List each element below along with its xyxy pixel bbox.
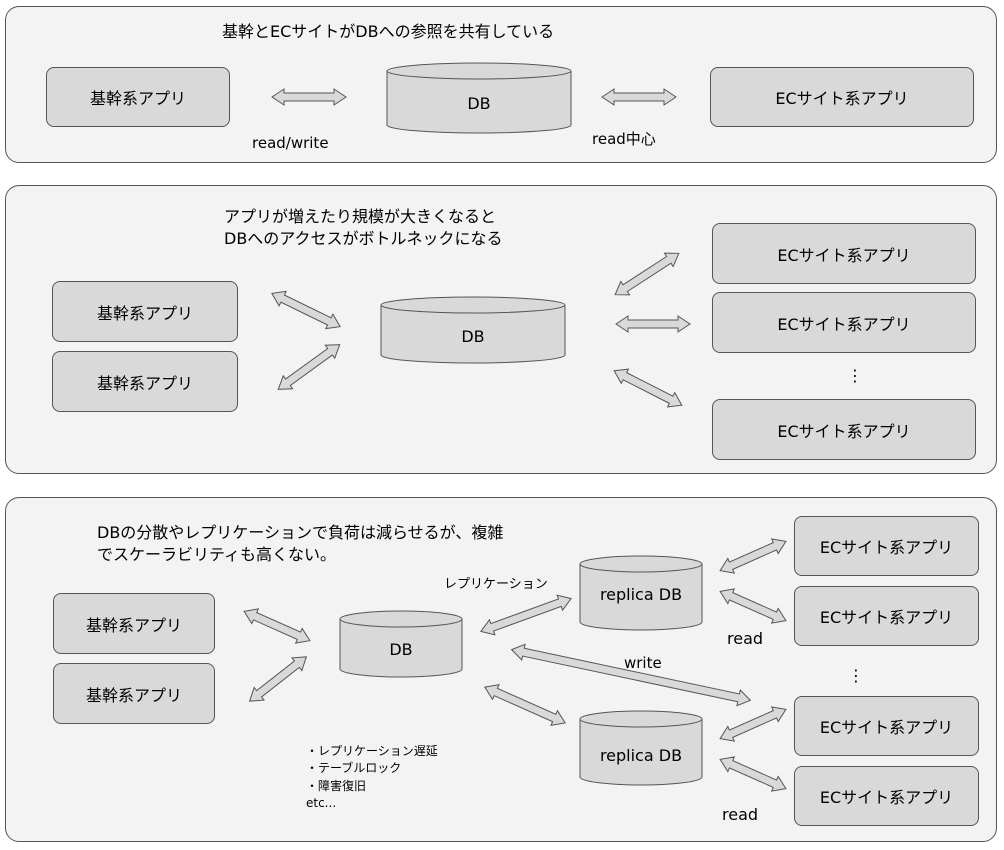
read-label: read	[727, 629, 764, 648]
core-app-box: 基幹系アプリ	[46, 67, 230, 127]
bidirectional-arrow	[243, 608, 311, 644]
panel3-title-line2: でスケーラビリティも高くない。	[97, 545, 337, 564]
ec-app-box: ECサイト系アプリ	[794, 696, 979, 756]
db-label: DB	[389, 640, 413, 659]
replica-db-label: replica DB	[599, 746, 683, 765]
panel2-title-line2: DBへのアクセスがボトルネックになる	[224, 229, 503, 248]
write-label: write	[624, 654, 662, 672]
replica-db-label: replica DB	[599, 585, 683, 604]
db-cylinder: DB	[339, 610, 463, 678]
panel-shared-db: 基幹とECサイトがDBへの参照を共有している 基幹系アプリ DB ECサイト系ア…	[5, 6, 997, 163]
core-app-box: 基幹系アプリ	[52, 281, 238, 342]
bidirectional-arrow	[601, 88, 677, 106]
panel3-title-line1: DBの分散やレプリケーションで負荷は減らせるが、複雑	[97, 523, 504, 542]
db-cylinder: DB	[380, 296, 566, 364]
bidirectional-arrow	[615, 315, 691, 333]
replication-label: レプリケーション	[444, 577, 548, 592]
db-cylinder: DB	[386, 62, 572, 134]
issue-list: ・レプリケーション遅延 ・テーブルロック ・障害復旧 etc...	[306, 743, 438, 813]
ec-app-box: ECサイト系アプリ	[794, 766, 979, 826]
write-arrow	[510, 643, 752, 707]
ec-app-box: ECサイト系アプリ	[794, 586, 979, 646]
replica-db-cylinder: replica DB	[579, 555, 703, 631]
read-write-label: read/write	[252, 134, 329, 152]
panel-bottleneck: アプリが増えたり規模が大きくなると DBへのアクセスがボトルネックになる 基幹系…	[5, 185, 997, 474]
issue-item: etc...	[306, 796, 337, 811]
bidirectional-arrow	[271, 88, 347, 106]
panel2-title-line1: アプリが増えたり規模が大きくなると	[224, 207, 497, 226]
bidirectional-arrow	[248, 656, 308, 702]
bidirectional-arrow	[483, 684, 567, 726]
db-label: DB	[467, 94, 491, 113]
read-label: read	[722, 805, 759, 824]
panel-replication: DBの分散やレプリケーションで負荷は減らせるが、複雑 でスケーラビリティも高くな…	[5, 497, 997, 842]
bidirectional-arrow	[614, 252, 680, 296]
core-app-box: 基幹系アプリ	[53, 593, 215, 654]
ec-app-box: ECサイト系アプリ	[794, 516, 979, 576]
ec-app-box: ECサイト系アプリ	[712, 292, 976, 353]
replica-db-cylinder: replica DB	[579, 710, 703, 786]
ec-app-box: ECサイト系アプリ	[712, 223, 976, 284]
ec-app-box: ECサイト系アプリ	[710, 67, 974, 127]
bidirectional-arrow	[719, 706, 787, 742]
issue-item: ・テーブルロック	[306, 761, 402, 776]
read-mainly-label: read中心	[592, 130, 656, 148]
bidirectional-arrow	[719, 588, 787, 624]
bidirectional-arrow	[480, 594, 572, 636]
core-app-box: 基幹系アプリ	[52, 351, 238, 412]
issue-item: ・レプリケーション遅延	[306, 744, 438, 758]
panel1-title: 基幹とECサイトがDBへの参照を共有している	[222, 22, 555, 41]
vertical-ellipsis: ⋮	[847, 366, 863, 385]
db-label: DB	[461, 327, 485, 346]
bidirectional-arrow	[613, 368, 683, 408]
bidirectional-arrow	[719, 756, 787, 792]
bidirectional-arrow	[719, 538, 787, 574]
vertical-ellipsis: ⋮	[848, 666, 864, 685]
bidirectional-arrow	[277, 344, 341, 390]
core-app-box: 基幹系アプリ	[53, 663, 215, 724]
bidirectional-arrow	[271, 290, 341, 330]
ec-app-box: ECサイト系アプリ	[712, 399, 976, 460]
issue-item: ・障害復旧	[306, 778, 367, 793]
